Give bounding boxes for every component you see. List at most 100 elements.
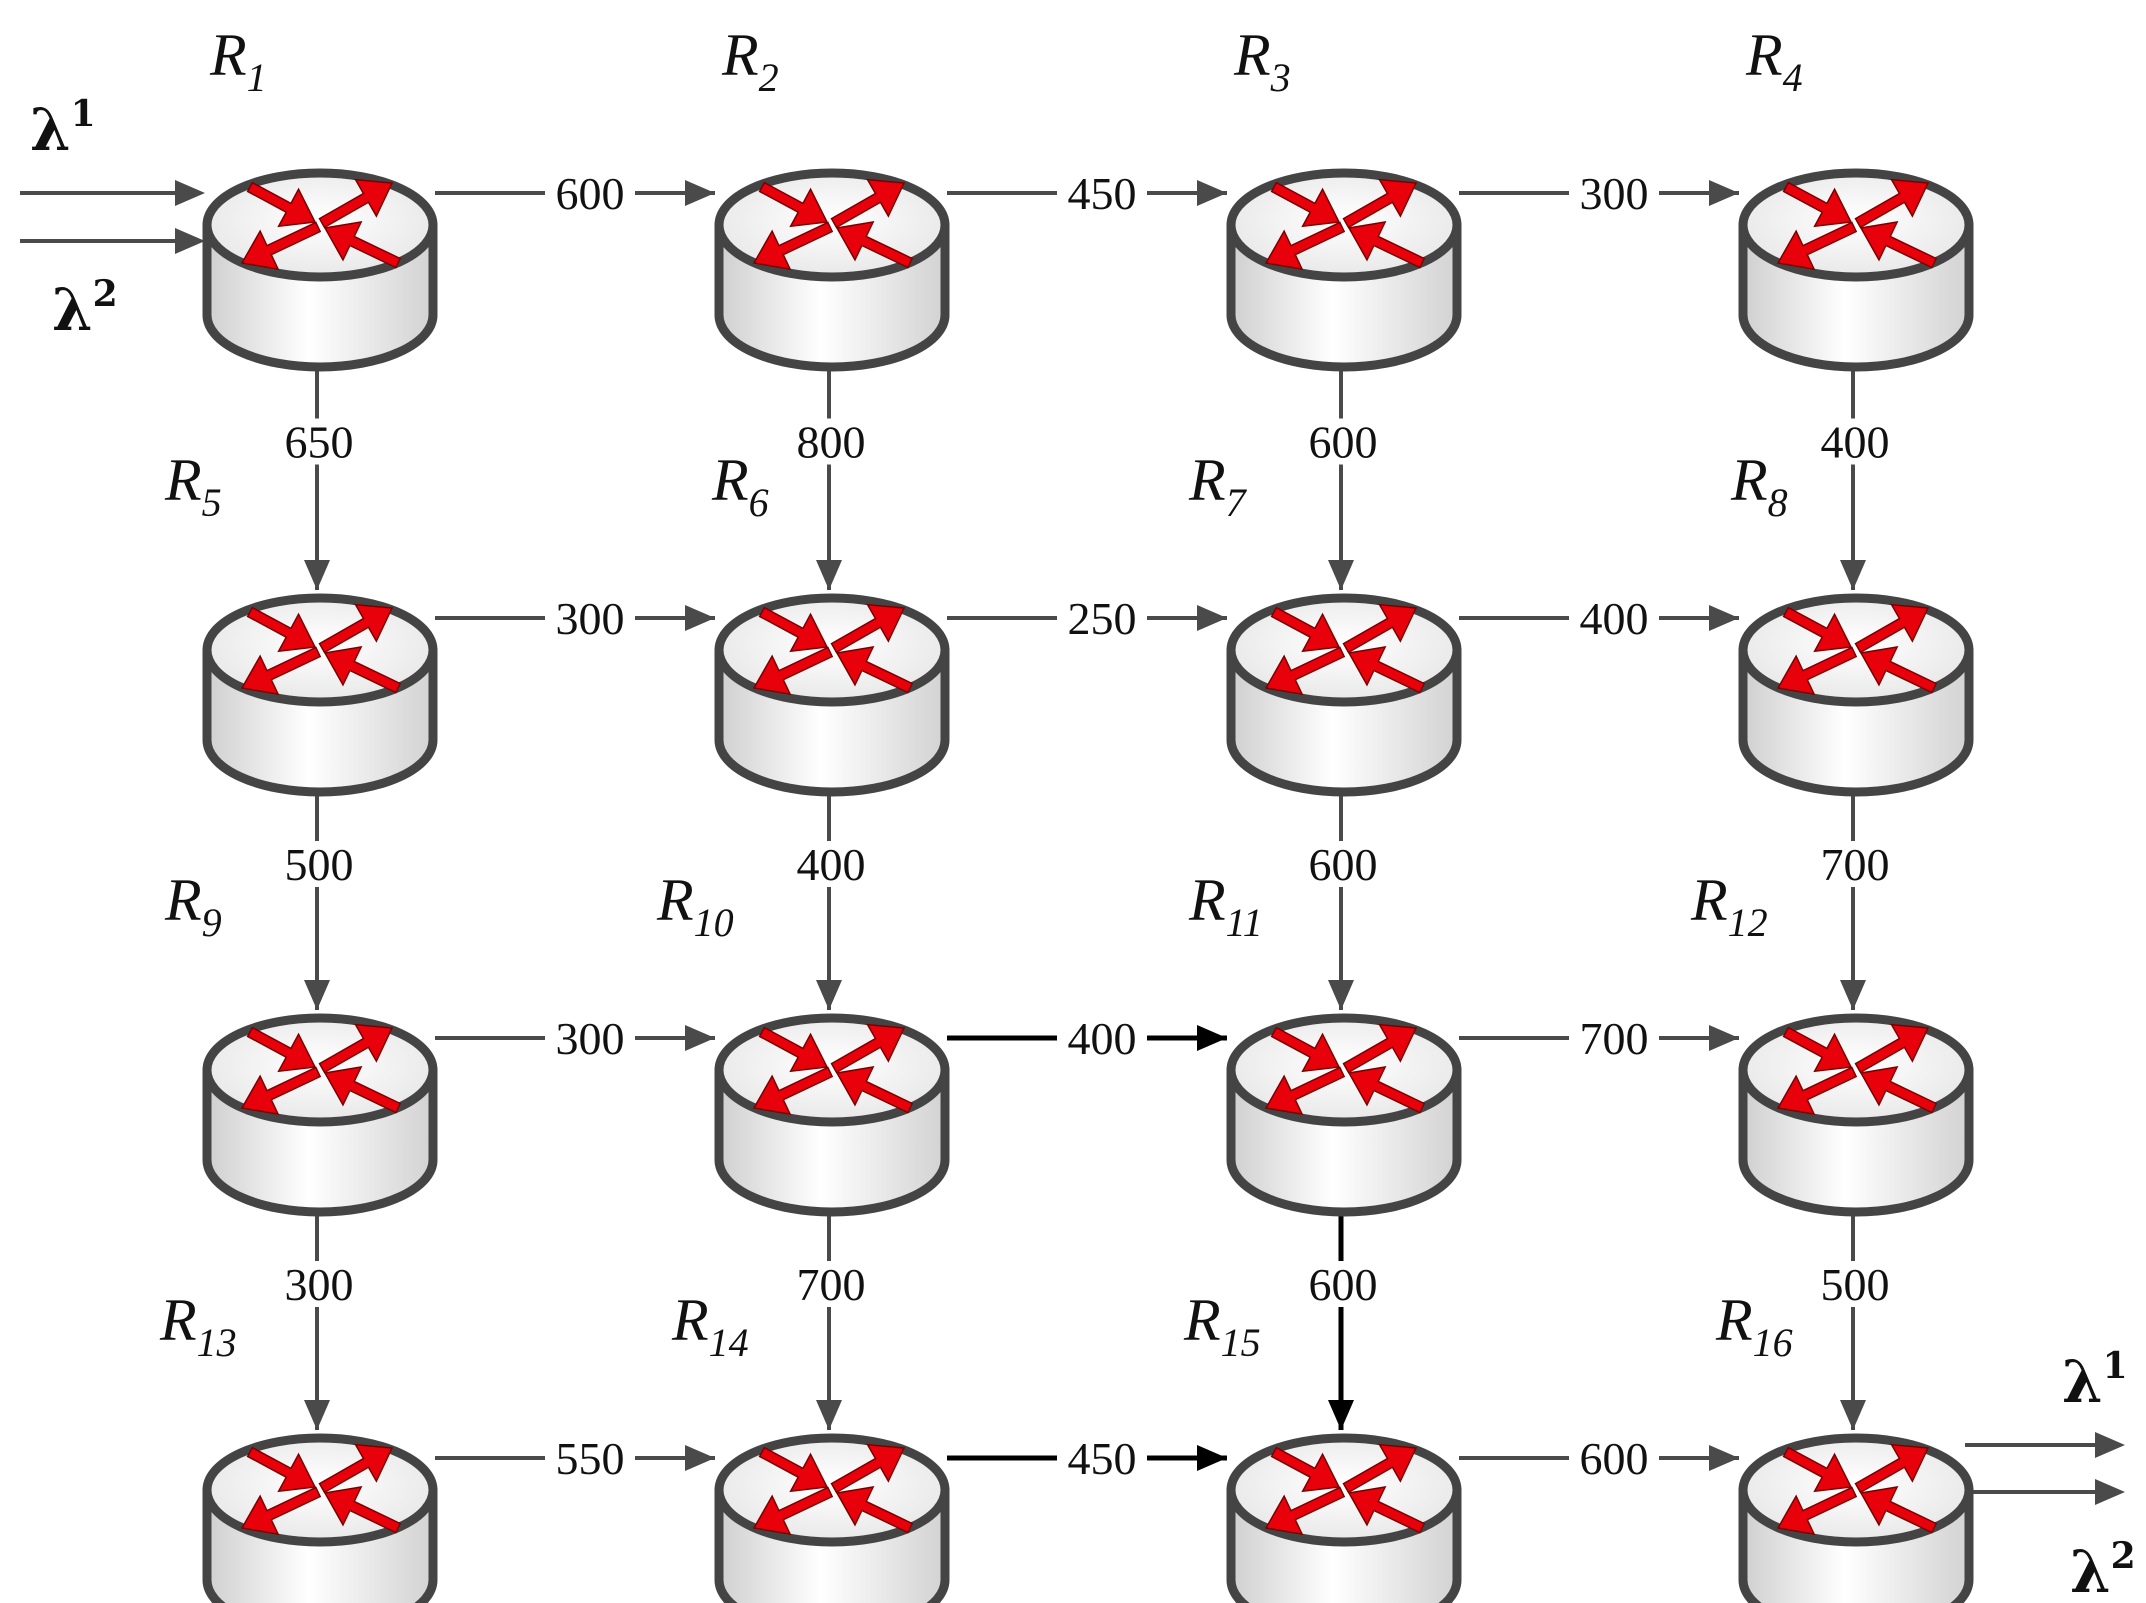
edge-label-bg xyxy=(1569,1435,1659,1481)
router-label-letter: R xyxy=(159,1287,197,1353)
edge-arrowhead xyxy=(1840,560,1866,590)
lambda-superscript: 2 xyxy=(93,273,118,315)
edge-R5-R6: 300 xyxy=(435,593,715,644)
edge-arrowhead xyxy=(685,1445,715,1471)
lambda-symbol: λ xyxy=(52,276,93,344)
edge-label-bg xyxy=(786,418,876,465)
router-R14[interactable] xyxy=(714,1433,950,1603)
edge-R6-R7: 250 xyxy=(947,593,1227,644)
router-R16[interactable] xyxy=(1738,1433,1974,1603)
router-arrows-icon xyxy=(1264,178,1426,271)
router-arrow xyxy=(240,1066,322,1116)
edge-label: 700 xyxy=(1821,839,1890,890)
edge-arrowhead xyxy=(685,1025,715,1051)
edge-label: 400 xyxy=(1821,417,1890,468)
edge-R3-R7: 600 xyxy=(1298,317,1388,590)
output-arrow-1 xyxy=(1965,1432,2125,1458)
router-arrow xyxy=(1776,1486,1858,1536)
edge-R12-R16: 500 xyxy=(1810,1162,1900,1430)
router-R5[interactable] xyxy=(202,593,438,797)
router-arrow xyxy=(1270,181,1341,228)
edge-label-bg xyxy=(1569,170,1659,216)
edge-label: 250 xyxy=(1068,593,1137,644)
router-arrows-icon xyxy=(1776,603,1938,696)
edge-label: 600 xyxy=(556,168,625,219)
edge-R1-R2: 600 xyxy=(435,168,715,219)
router-arrow xyxy=(835,221,914,269)
edge-label: 300 xyxy=(1580,168,1649,219)
edge-label: 600 xyxy=(1309,1259,1378,1310)
router-arrows-icon xyxy=(752,603,914,696)
router-R8[interactable] xyxy=(1738,593,1974,797)
router-arrow xyxy=(1776,1066,1858,1116)
router-label: R4 xyxy=(1745,22,1803,100)
router-label: R12 xyxy=(1690,867,1768,945)
edge-label: 550 xyxy=(556,1433,625,1484)
edge-label-bg xyxy=(786,1261,876,1307)
input-lambda-2: λ2 xyxy=(52,273,118,344)
edge-label-bg xyxy=(1298,418,1388,465)
edge-R3-R4: 300 xyxy=(1459,168,1739,219)
edge-R10-R11: 400 xyxy=(947,1013,1227,1064)
edge-label-bg xyxy=(1810,841,1900,887)
router-R7[interactable] xyxy=(1226,593,1462,797)
edge-label-bg xyxy=(274,418,364,465)
output-lambda-1: λ1 xyxy=(2062,1345,2128,1416)
router-R1[interactable] xyxy=(202,168,438,372)
router-label-letter: R xyxy=(656,867,694,933)
router-arrow xyxy=(1782,1026,1853,1073)
router-R9[interactable] xyxy=(202,1013,438,1217)
router-arrow xyxy=(1264,646,1346,696)
router-arrow xyxy=(1854,1443,1930,1494)
nodes-layer xyxy=(202,168,1974,1603)
router-arrow xyxy=(323,646,402,694)
router-label-index: 7 xyxy=(1226,480,1248,525)
router-R15[interactable] xyxy=(1226,1433,1462,1603)
edge-label-bg xyxy=(1298,841,1388,887)
edge-label-bg xyxy=(545,595,635,641)
router-arrow xyxy=(835,1066,914,1114)
router-R12[interactable] xyxy=(1738,1013,1974,1217)
router-arrows-icon xyxy=(1776,1023,1938,1116)
edge-label-bg xyxy=(545,170,635,216)
router-arrow xyxy=(323,221,402,269)
router-R13[interactable] xyxy=(202,1433,438,1603)
router-arrow xyxy=(1270,606,1341,653)
router-arrow xyxy=(1347,1486,1426,1534)
input-lambda-1: λ1 xyxy=(30,93,96,164)
edge-label: 300 xyxy=(285,1259,354,1310)
edge-label: 600 xyxy=(1580,1433,1649,1484)
router-label-letter: R xyxy=(1188,867,1226,933)
edge-arrowhead xyxy=(1328,1400,1354,1430)
edge-label: 800 xyxy=(797,417,866,468)
router-R11[interactable] xyxy=(1226,1013,1462,1217)
router-label-index: 9 xyxy=(202,900,222,945)
router-arrow xyxy=(323,1066,402,1114)
router-R2[interactable] xyxy=(714,168,950,372)
router-R4[interactable] xyxy=(1738,168,1974,372)
edge-arrowhead xyxy=(1709,605,1739,631)
router-label-letter: R xyxy=(164,867,202,933)
edge-label-bg xyxy=(274,841,364,887)
router-label-index: 6 xyxy=(749,480,769,525)
router-arrow xyxy=(1347,221,1426,269)
router-R10[interactable] xyxy=(714,1013,950,1217)
router-arrows-icon xyxy=(752,1023,914,1116)
edge-arrowhead xyxy=(1197,180,1227,206)
edge-R1-R5: 650 xyxy=(274,317,364,590)
router-label-letter: R xyxy=(671,1287,709,1353)
router-arrow xyxy=(246,181,317,228)
router-label: R3 xyxy=(1233,22,1291,100)
router-R6[interactable] xyxy=(714,593,950,797)
edge-label-bg xyxy=(545,1435,635,1481)
router-arrow xyxy=(1270,1446,1341,1493)
router-arrow xyxy=(752,1066,834,1116)
router-arrow xyxy=(240,646,322,696)
edge-R4-R8: 400 xyxy=(1810,317,1900,590)
router-label: R8 xyxy=(1730,447,1788,525)
router-label-index: 12 xyxy=(1728,900,1768,945)
router-R3[interactable] xyxy=(1226,168,1462,372)
lambda-superscript: 1 xyxy=(2103,1345,2128,1387)
router-arrow xyxy=(240,221,322,271)
